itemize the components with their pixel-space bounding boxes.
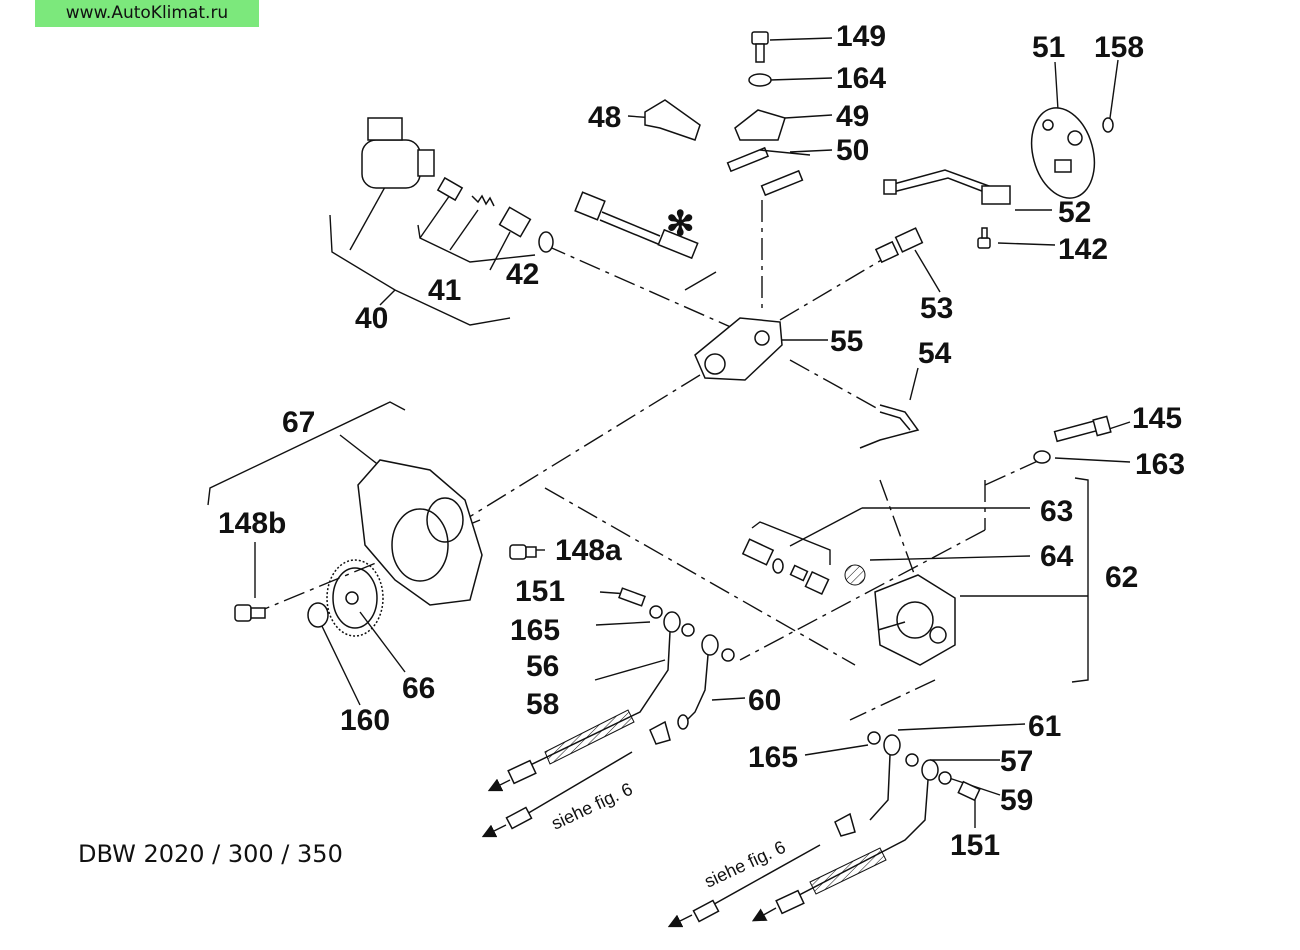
part-return-hose xyxy=(505,751,633,830)
part-63-valve-parts xyxy=(741,538,830,596)
label-55: 55 xyxy=(830,325,863,358)
part-165-washers xyxy=(649,605,735,662)
part-42-oring xyxy=(538,231,554,253)
label-54: 54 xyxy=(918,337,952,370)
label-51: 51 xyxy=(1032,31,1065,64)
label-49: 49 xyxy=(836,100,869,133)
part-151-bolt-upper xyxy=(618,587,646,607)
site-url-badge: www.AutoKlimat.ru xyxy=(35,0,259,27)
part-61-lower-fittings xyxy=(692,731,981,923)
label-62: 62 xyxy=(1105,561,1138,594)
label-57: 57 xyxy=(1000,745,1033,778)
part-hose-clip-left xyxy=(649,720,671,745)
label-142: 142 xyxy=(1058,233,1108,266)
label-163: 163 xyxy=(1135,448,1185,481)
label-asterisk: ✻ xyxy=(666,205,695,243)
label-148a: 148a xyxy=(555,534,622,567)
part-53-fitting xyxy=(874,227,924,264)
label-165-lower: 165 xyxy=(748,741,798,774)
label-59: 59 xyxy=(1000,784,1033,817)
part-64-filter xyxy=(844,564,866,586)
label-67: 67 xyxy=(282,406,315,439)
part-164-washer xyxy=(748,73,772,87)
part-66-gear xyxy=(326,559,384,637)
label-145: 145 xyxy=(1132,402,1182,435)
label-151-lower: 151 xyxy=(950,829,1000,862)
part-60-pipe xyxy=(677,634,719,730)
label-149: 149 xyxy=(836,20,886,53)
label-165-upper: 165 xyxy=(510,614,560,647)
label-48: 48 xyxy=(588,101,621,134)
part-163-washer xyxy=(1033,450,1051,464)
model-label: DBW 2020 / 300 / 350 xyxy=(78,840,343,868)
part-41-spring-set xyxy=(436,176,532,238)
label-50: 50 xyxy=(836,134,869,167)
label-56: 56 xyxy=(526,650,559,683)
label-53: 53 xyxy=(920,292,953,325)
label-40: 40 xyxy=(355,302,388,335)
part-50-electrode xyxy=(726,146,811,197)
label-148b: 148b xyxy=(218,507,286,540)
part-51-plate xyxy=(1030,107,1096,199)
part-67-flange xyxy=(357,459,483,606)
part-158-ring xyxy=(1102,117,1114,133)
part-160-ring xyxy=(307,602,329,628)
note-see-fig6-right: siehe fig. 6 xyxy=(701,837,788,892)
label-66: 66 xyxy=(402,672,435,705)
part-48-bracket xyxy=(644,99,701,141)
part-49-clamp xyxy=(734,109,786,141)
label-52: 52 xyxy=(1058,196,1091,229)
part-cable-plug xyxy=(574,191,699,260)
note-see-fig6-left: siehe fig. 6 xyxy=(548,779,635,834)
label-160: 160 xyxy=(340,704,390,737)
label-61: 61 xyxy=(1028,710,1061,743)
part-55-valve-block xyxy=(694,317,783,381)
part-148b-bolt xyxy=(234,604,266,622)
label-60: 60 xyxy=(748,684,781,717)
label-64: 64 xyxy=(1040,540,1074,573)
part-40-solenoid xyxy=(361,117,435,189)
flow-arrows xyxy=(481,778,777,928)
part-62-fuel-pump xyxy=(874,574,956,666)
part-52-sensor xyxy=(883,169,1011,205)
part-56-58-hose xyxy=(507,611,681,785)
part-142-screw xyxy=(977,227,991,249)
part-149-screw xyxy=(751,31,769,63)
label-41: 41 xyxy=(428,274,461,307)
part-148a-bolt xyxy=(509,544,537,560)
label-42: 42 xyxy=(506,258,539,291)
label-63: 63 xyxy=(1040,495,1073,528)
label-158: 158 xyxy=(1094,31,1144,64)
label-151-upper: 151 xyxy=(515,575,565,608)
part-145-bolt xyxy=(1053,415,1112,443)
label-164: 164 xyxy=(836,62,886,95)
label-58: 58 xyxy=(526,688,559,721)
part-54-pipe xyxy=(859,404,920,449)
